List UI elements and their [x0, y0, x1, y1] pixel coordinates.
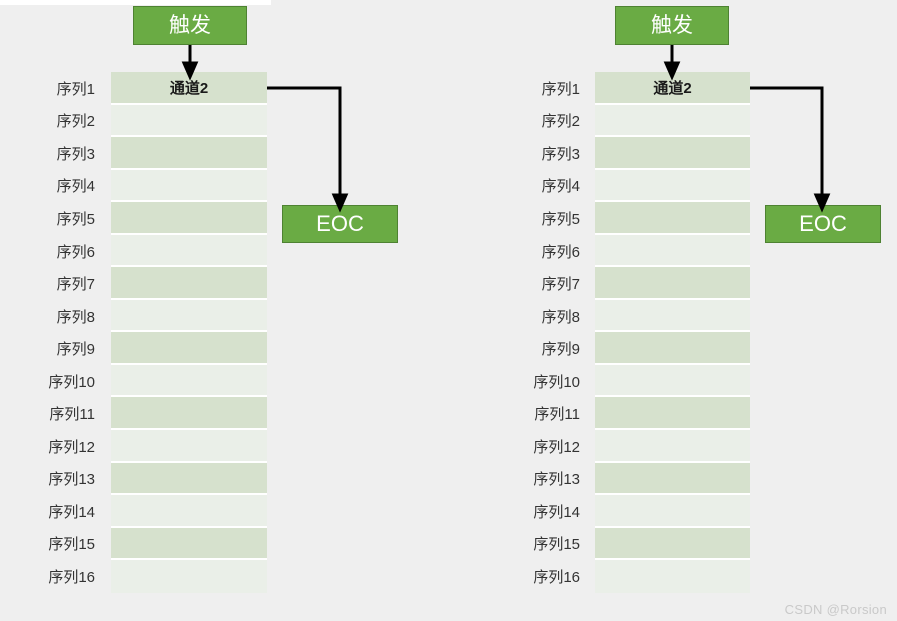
channel-cell[interactable]	[111, 462, 267, 496]
sequence-label: 序列13	[533, 471, 580, 489]
sequence-label: 序列8	[541, 308, 580, 326]
sequence-label: 序列14	[533, 503, 580, 521]
channel-header-cell[interactable]: 通道2	[111, 72, 267, 105]
sequence-label: 序列6	[56, 243, 95, 261]
sequence-label-column-right: 序列1 序列2 序列3 序列4 序列5 序列6 序列7 序列8 序列9 序列10 序列11 序列12 序…	[505, 72, 580, 593]
sequence-label: 序列3	[541, 145, 580, 163]
channel-cell[interactable]	[111, 299, 267, 333]
channel-table-right: 通道2	[595, 72, 750, 593]
channel-cell[interactable]	[111, 267, 267, 300]
channel-header-cell[interactable]: 通道2	[595, 72, 750, 105]
sequence-label: 序列5	[56, 210, 95, 228]
channel-cell[interactable]	[595, 267, 750, 300]
channel-cell[interactable]	[111, 169, 267, 203]
channel-cell[interactable]	[595, 202, 750, 235]
channel-cell[interactable]	[111, 104, 267, 138]
sequence-label: 序列9	[56, 341, 95, 359]
sequence-label-column-left: 序列1 序列2 序列3 序列4 序列5 序列6 序列7 序列8 序列9 序列10 序列11 序列12 序…	[20, 72, 95, 593]
csdn-watermark: CSDN @Rorsion	[784, 602, 887, 617]
sequence-label: 序列4	[541, 178, 580, 196]
channel-cell[interactable]	[595, 462, 750, 496]
top-white-strip	[0, 0, 271, 5]
trigger-box-right[interactable]: 触发	[615, 6, 729, 45]
channel-cell[interactable]	[111, 332, 267, 365]
channel-cell[interactable]	[595, 430, 750, 463]
sequence-label: 序列7	[541, 276, 580, 294]
channel-cell[interactable]	[111, 495, 267, 528]
sequence-label: 序列1	[56, 80, 95, 98]
sequence-label: 序列8	[56, 308, 95, 326]
channel-cell[interactable]	[595, 560, 750, 593]
channel-cell[interactable]	[595, 104, 750, 138]
channel-cell[interactable]	[595, 299, 750, 333]
channel-cell[interactable]	[111, 137, 267, 170]
channel-cell[interactable]	[111, 560, 267, 593]
channel-cell[interactable]	[595, 234, 750, 268]
sequence-label: 序列1	[541, 80, 580, 98]
sequence-label: 序列15	[48, 536, 95, 554]
sequence-label: 序列16	[533, 568, 580, 586]
sequence-label: 序列7	[56, 276, 95, 294]
sequence-label: 序列6	[541, 243, 580, 261]
channel-cell[interactable]	[595, 137, 750, 170]
channel-cell[interactable]	[111, 202, 267, 235]
eoc-box-right[interactable]: EOC	[765, 205, 881, 243]
sequence-label: 序列10	[533, 373, 580, 391]
channel-cell[interactable]	[595, 169, 750, 203]
sequence-label: 序列4	[56, 178, 95, 196]
sequence-label: 序列3	[56, 145, 95, 163]
sequence-label: 序列11	[49, 406, 95, 424]
channel-to-eoc-arrow-right	[750, 86, 831, 213]
sequence-label: 序列11	[534, 406, 580, 424]
sequence-label: 序列15	[533, 536, 580, 554]
sequence-label: 序列16	[48, 568, 95, 586]
channel-to-eoc-arrow-left	[267, 86, 349, 213]
channel-cell[interactable]	[111, 234, 267, 268]
sequence-label: 序列2	[56, 113, 95, 131]
channel-cell[interactable]	[595, 495, 750, 528]
channel-cell[interactable]	[595, 364, 750, 398]
sequence-label: 序列5	[541, 210, 580, 228]
channel-cell[interactable]	[595, 332, 750, 365]
channel-cell[interactable]	[595, 527, 750, 561]
eoc-box-left[interactable]: EOC	[282, 205, 398, 243]
channel-cell[interactable]	[111, 527, 267, 561]
channel-cell[interactable]	[111, 364, 267, 398]
channel-cell[interactable]	[111, 430, 267, 463]
sequence-label: 序列10	[48, 373, 95, 391]
channel-cell[interactable]	[595, 397, 750, 431]
sequence-label: 序列13	[48, 471, 95, 489]
sequence-label: 序列9	[541, 341, 580, 359]
channel-cell[interactable]	[111, 397, 267, 431]
trigger-box-left[interactable]: 触发	[133, 6, 247, 45]
channel-table-left: 通道2	[111, 72, 267, 593]
sequence-label: 序列12	[533, 438, 580, 456]
sequence-label: 序列14	[48, 503, 95, 521]
sequence-label: 序列2	[541, 113, 580, 131]
sequence-label: 序列12	[48, 438, 95, 456]
